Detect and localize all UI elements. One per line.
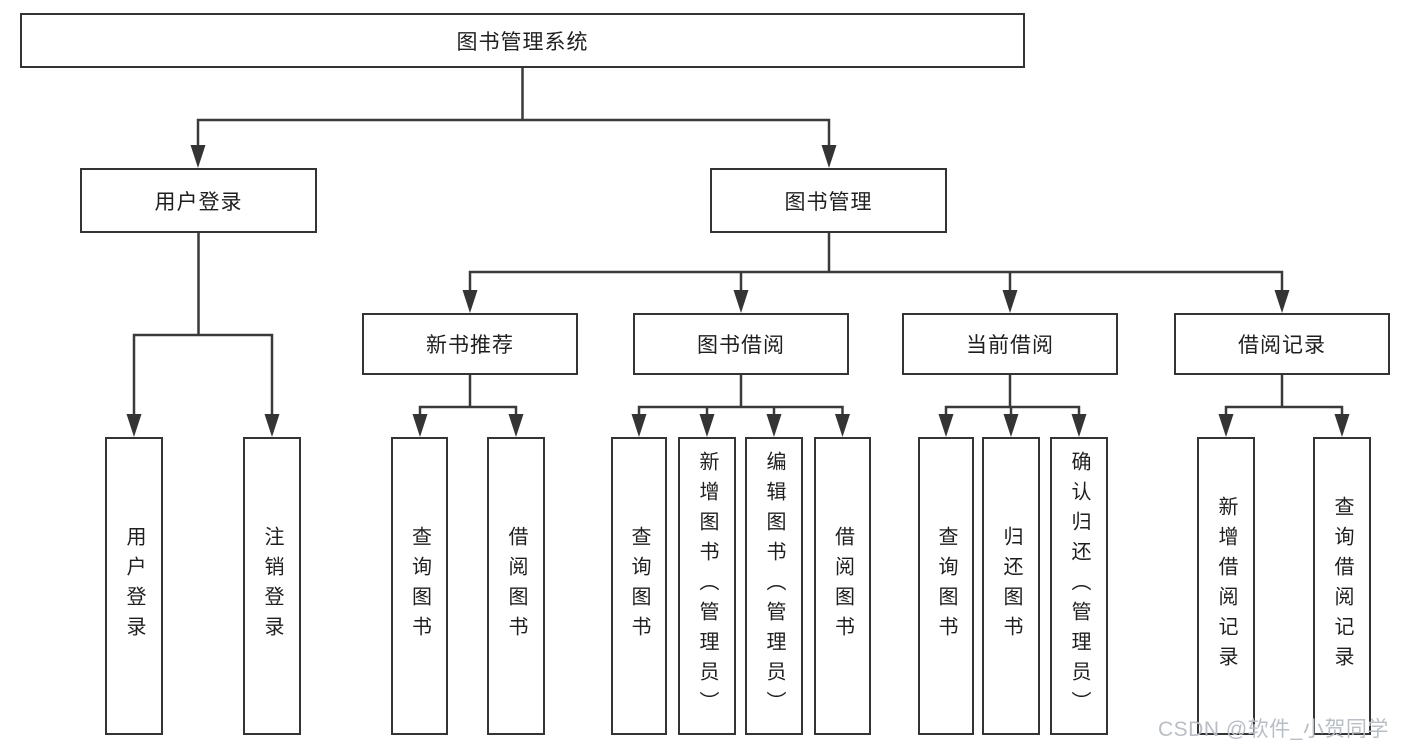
- csdn-watermark: CSDN @软件_小贺同学: [1158, 718, 1389, 741]
- leaf-borrow-books-recommend: 借阅图书: [487, 437, 545, 735]
- leaf-add-books-admin: 新增图书（管理员）: [678, 437, 736, 735]
- node-borrowing-records: 借阅记录: [1174, 313, 1390, 375]
- arrowheads: [126, 145, 1350, 437]
- leaf-confirm-return-admin: 确认归还（管理员）: [1050, 437, 1108, 735]
- leaf-add-borrow-record: 新增借阅记录: [1197, 437, 1255, 735]
- node-new-book-recommendation: 新书推荐: [362, 313, 578, 375]
- node-library-management-system: 图书管理系统: [20, 13, 1025, 68]
- leaf-query-books-borrow: 查询图书: [611, 437, 667, 735]
- node-current-borrowing: 当前借阅: [902, 313, 1118, 375]
- leaf-query-books-current: 查询图书: [918, 437, 974, 735]
- node-book-management: 图书管理: [710, 168, 947, 233]
- leaf-borrow-books: 借阅图书: [814, 437, 871, 735]
- node-user-login: 用户登录: [80, 168, 317, 233]
- leaf-return-books: 归还图书: [982, 437, 1040, 735]
- leaf-user-login: 用户登录: [105, 437, 163, 735]
- leaf-logout: 注销登录: [243, 437, 301, 735]
- leaf-edit-books-admin: 编辑图书（管理员）: [745, 437, 803, 735]
- leaf-query-books-recommend: 查询图书: [391, 437, 448, 735]
- node-book-borrowing: 图书借阅: [633, 313, 849, 375]
- leaf-query-borrow-record: 查询借阅记录: [1313, 437, 1371, 735]
